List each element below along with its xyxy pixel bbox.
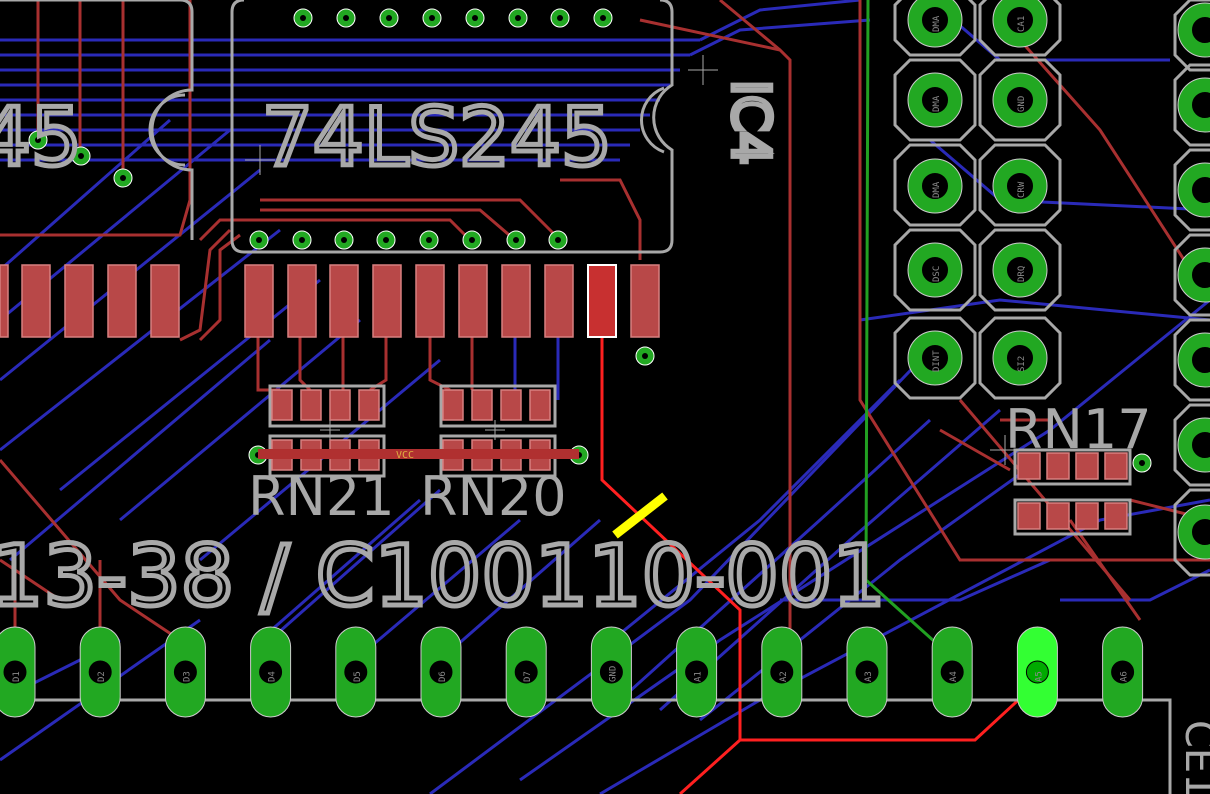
- connector-pin-label: D1: [12, 671, 22, 682]
- connector-pad-hole: [685, 660, 709, 684]
- header-drill-holes: [920, 5, 1210, 547]
- connector-pin-label: A1: [694, 671, 704, 682]
- rn20-label: RN20: [420, 465, 567, 528]
- smd-pads: [0, 264, 660, 338]
- connector-pin-label: A6: [1120, 671, 1130, 682]
- top-copper-layer: [0, 0, 1210, 650]
- header-pin-label: DMA: [932, 15, 942, 32]
- chip-left-label: 45: [0, 91, 82, 184]
- header-pin-label: CRW: [1017, 181, 1027, 198]
- connector-pad-hole: [88, 660, 112, 684]
- origin-marks: [245, 55, 1020, 465]
- connector-pin-label: D5: [353, 671, 363, 682]
- header-pin-label: DSC: [932, 266, 942, 282]
- chip-pads: [28, 8, 1152, 473]
- connector-pad-hole: [173, 660, 197, 684]
- vcc-trace: [258, 449, 579, 459]
- connector-pin-label: GND: [608, 666, 618, 682]
- header-pin-label: DINT: [932, 350, 942, 372]
- connector-pin-label: D4: [268, 671, 278, 682]
- connector-pad-hole: [1025, 660, 1049, 684]
- edge-ref-label: CE1: [1176, 720, 1210, 794]
- connector-pad-hole: [429, 660, 453, 684]
- header-pin-label: GND: [1017, 96, 1027, 112]
- drc-error-marker[interactable]: [612, 492, 668, 539]
- header-pin-label: DMA: [932, 181, 942, 198]
- connector-pad-hole: [770, 660, 794, 684]
- highlighted-route: [600, 330, 1042, 794]
- connector-pad-hole: [940, 660, 964, 684]
- header-pin-label: CA1: [1017, 16, 1027, 32]
- connector-pin-label: D2: [97, 671, 107, 682]
- connector-pad-hole: [514, 660, 538, 684]
- connector-pad-hole: [259, 660, 283, 684]
- connector-pin-label: D7: [523, 671, 533, 682]
- connector-pin-label: A4: [949, 671, 959, 682]
- connector-pad-hole: [1111, 660, 1135, 684]
- connector-pin-label: A3: [864, 671, 874, 682]
- edge-connector: D1 D2 D3 D4 D5 D6 D7 GND A1 A2 A3 A4 A5 A6: [0, 626, 1144, 718]
- resistor-network-pads: [271, 389, 1128, 530]
- airwire: [864, 0, 957, 662]
- header-pin-label: SI2: [1017, 356, 1027, 372]
- vcc-label: VCC: [396, 450, 414, 461]
- header-pin-labels: DMA CA1 DMA GND DMA CRW DSC DRQ DINT SI2: [932, 15, 1027, 372]
- connector-pin-label: A2: [779, 671, 789, 682]
- rn21-label: RN21: [248, 465, 395, 528]
- connector-pin-label: D3: [182, 671, 192, 682]
- chip-ref-label: IC4: [720, 80, 780, 165]
- part-number-label: 13-38 / C100110-001: [0, 527, 886, 625]
- connector-pad-hole: [3, 660, 27, 684]
- header-pin-label: DMA: [932, 95, 942, 112]
- connector-pad-hole: [599, 660, 623, 684]
- header-pin-label: DRQ: [1017, 266, 1027, 282]
- connector-pad-hole: [855, 660, 879, 684]
- connector-pin-label: A5: [1034, 671, 1044, 682]
- chip-main-label: 74LS245: [262, 91, 612, 184]
- connector-pad-hole: [344, 660, 368, 684]
- connector-pin-label: D6: [438, 671, 448, 682]
- rn17-label: RN17: [1005, 398, 1152, 461]
